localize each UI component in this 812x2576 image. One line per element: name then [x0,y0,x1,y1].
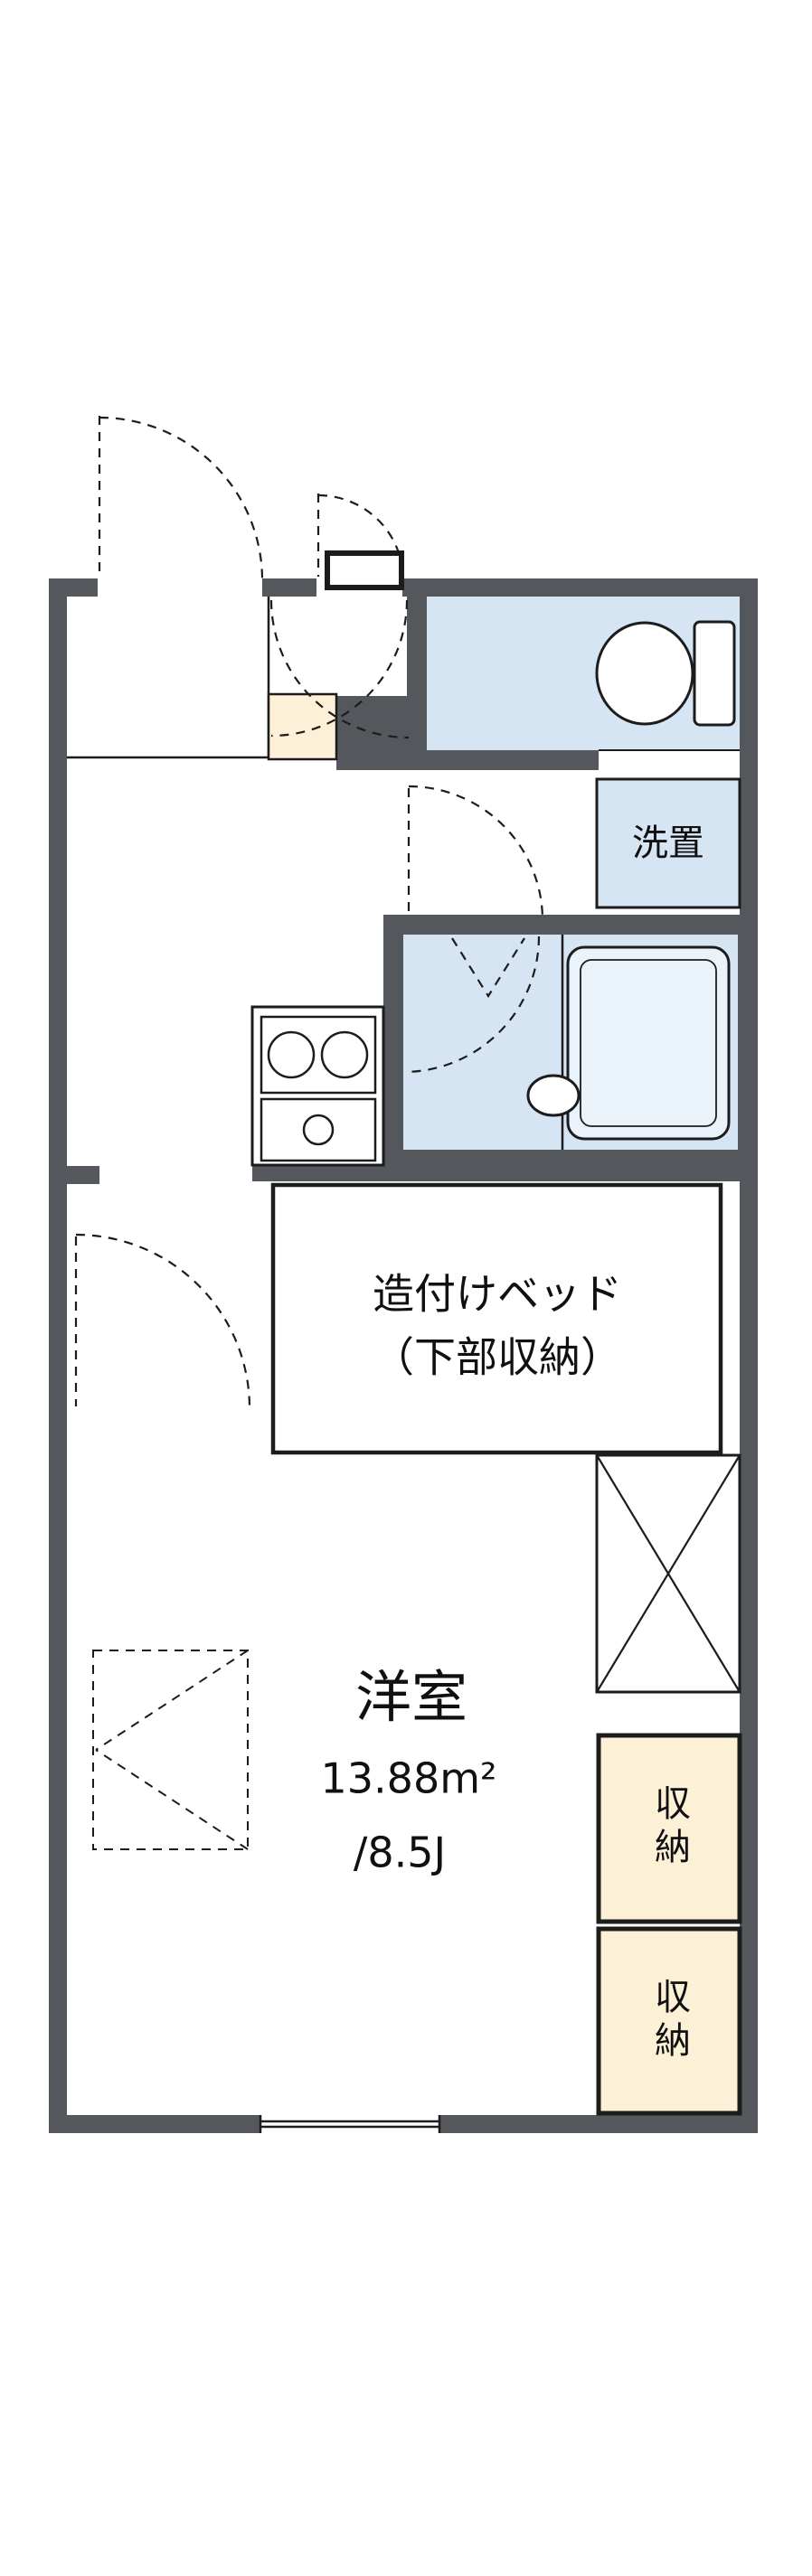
room-area-tatami-label: /8.5J [353,1828,447,1877]
room-door [74,1233,251,1409]
kitchen-counter [250,1005,385,1167]
entry-door-swing-arc [270,599,409,738]
dashed-furniture [92,1650,249,1850]
bed-label-line2: （下部収納） [373,1332,622,1382]
storage-bottom-label: 収納 [648,1978,690,2064]
bath-door-swing-arc [404,935,541,1074]
toilet-tank [693,620,736,727]
entrance-area [67,597,410,761]
built-in-bed [270,1182,723,1455]
right-column [595,1453,742,2116]
bathtub [566,945,731,1141]
shoe-cabinet [267,692,338,761]
bathroom [383,915,758,1170]
room-area-m2-label: 13.88m² [320,1753,497,1803]
bed-box [270,1182,723,1455]
dashed-furniture-outline [92,1650,249,1850]
bath-drain [526,1074,581,1117]
room-door-stub [49,1166,99,1184]
washer-space [595,777,741,909]
kitchen [250,1005,385,1167]
dashed-furniture-diagonal [95,1749,249,1850]
front-door-swing-arc [99,416,264,579]
storage-top-label: 収納 [648,1784,690,1871]
bottom-window [259,2113,441,2135]
exterior-door-symbols [98,416,405,590]
room-door-swing-arc [75,1233,251,1409]
storage-box-bottom [596,1926,742,2116]
stove-unit [260,1015,377,1095]
washer-box [595,777,741,909]
bathtub-inner-rim [580,959,717,1127]
door-leaf-rect [325,550,404,590]
washroom-door [407,785,544,921]
stove-burner [320,1030,369,1079]
bed-label-line1: 造付けベッド [373,1269,622,1319]
toilet-bottom-wall [407,750,599,770]
kitchen-sink [260,1097,377,1162]
room-name-label: 洋室 [354,1663,468,1730]
stove-burner [267,1030,316,1079]
dashed-furniture-diagonal [95,1650,249,1751]
storage-box-top [596,1733,742,1924]
washer-label: 洗置 [632,823,704,864]
bath-folding-door [451,937,525,999]
toilet-bowl [595,621,694,726]
diagonal-line [596,1454,741,1693]
washroom-door-swing-arc [408,785,544,921]
entry-door-swing-arc [269,599,410,739]
sink-drain [302,1114,335,1146]
window-opening [260,2113,439,2135]
toilet-fixture [595,620,740,751]
